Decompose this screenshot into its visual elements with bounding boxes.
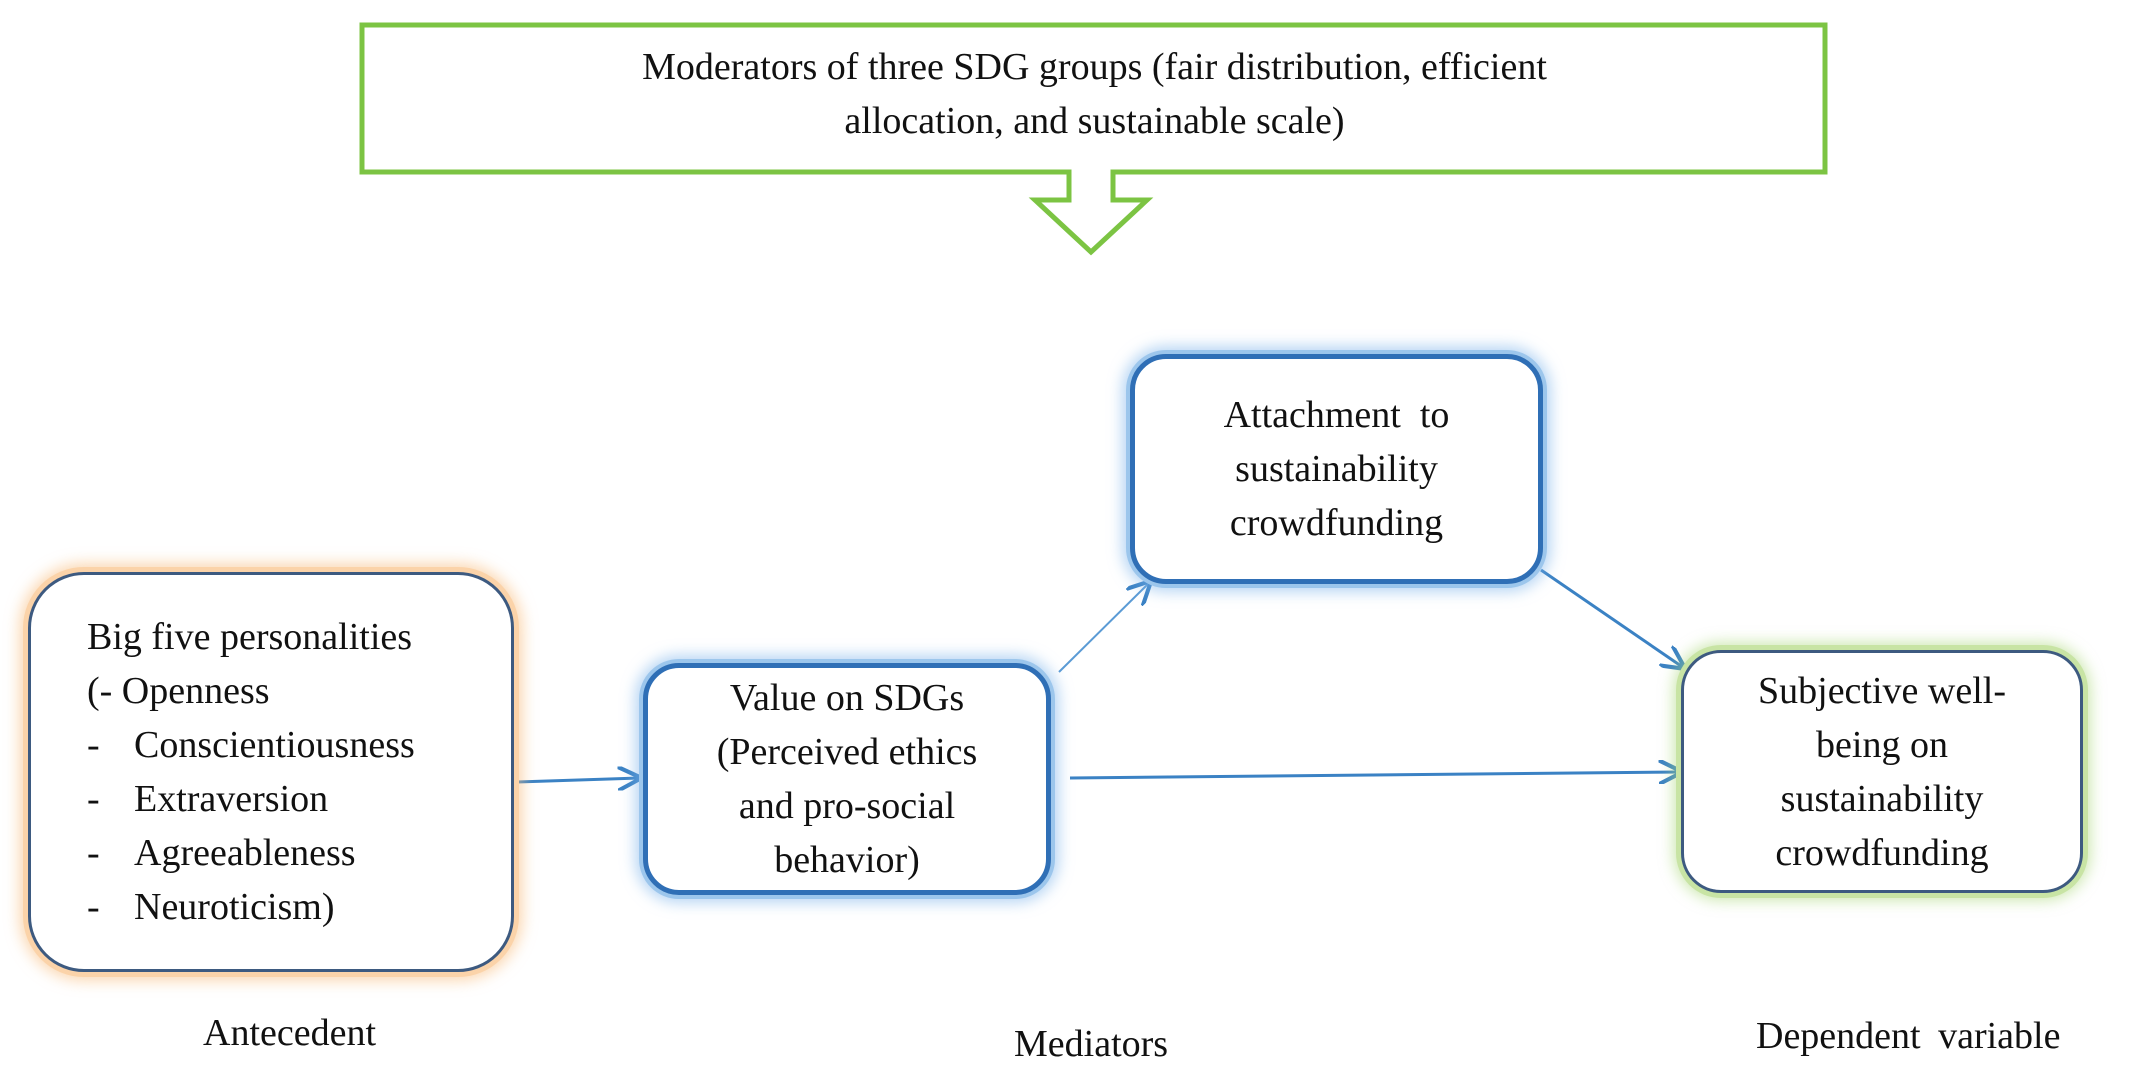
attachment-box: Attachment to sustainability crowdfundin… (1130, 354, 1543, 584)
personality-item: -Agreeableness (87, 826, 415, 880)
personality-prefix: - (87, 724, 100, 766)
value-line: (Perceived ethics (716, 731, 978, 773)
caption-mediators: Mediators (1014, 1023, 1169, 1065)
personality-prefix: ( (87, 670, 100, 712)
arrow-value-to-dependent (1069, 772, 1681, 778)
dependent-line: crowdfunding (1775, 831, 1989, 874)
personality-prefix: - (87, 886, 100, 928)
personality-label: Extraversion (134, 778, 329, 820)
personality-item: -Neuroticism) (87, 880, 415, 934)
caption-antecedent: Antecedent (203, 1012, 377, 1054)
attachment-line: Attachment to (1223, 394, 1450, 436)
personality-prefix: - (87, 778, 100, 820)
attachment-line: sustainability (1235, 448, 1438, 490)
personality-item: (- Openness (87, 664, 415, 718)
personality-label: Agreeableness (134, 832, 356, 874)
dependent-line: being on (1816, 723, 1948, 766)
dependent-line: sustainability (1780, 777, 1984, 820)
antecedent-box: Big five personalities (- Openness -Cons… (28, 572, 514, 972)
personality-item: -Extraversion (87, 772, 415, 826)
dependent-line: Subjective well- (1758, 669, 2006, 712)
personality-list: (- Openness -Conscientiousness -Extraver… (87, 664, 415, 934)
moderator-callout-shape (359, 22, 1828, 256)
attachment-line: crowdfunding (1229, 502, 1444, 544)
dependent-box: Subjective well- being on sustainability… (1681, 650, 2083, 893)
personality-label: Conscientiousness (134, 724, 415, 766)
personality-label: - Openness (99, 670, 270, 712)
value-line: Value on SDGs (729, 677, 965, 719)
value-on-sdgs-box: Value on SDGs (Perceived ethics and pro-… (643, 663, 1051, 895)
moderator-label: Moderators of three SDG groups (fair dis… (362, 40, 1827, 148)
arrow-attachment-to-dependent (1540, 568, 1684, 668)
personality-prefix: - (87, 832, 100, 874)
moderator-line-1: Moderators of three SDG groups (fair dis… (642, 46, 1547, 88)
caption-dependent-variable: Dependent variable (1756, 1015, 2061, 1057)
arrow-antecedent-to-value (516, 778, 640, 782)
arrow-value-to-attachment (1058, 582, 1150, 673)
personality-label: Neuroticism) (134, 886, 335, 928)
moderator-line-2: allocation, and sustainable scale) (844, 100, 1345, 142)
value-line: behavior) (774, 839, 920, 881)
personality-item: -Conscientiousness (87, 718, 415, 772)
antecedent-title: Big five personalities (87, 616, 413, 658)
value-line: and pro-social (738, 785, 956, 827)
